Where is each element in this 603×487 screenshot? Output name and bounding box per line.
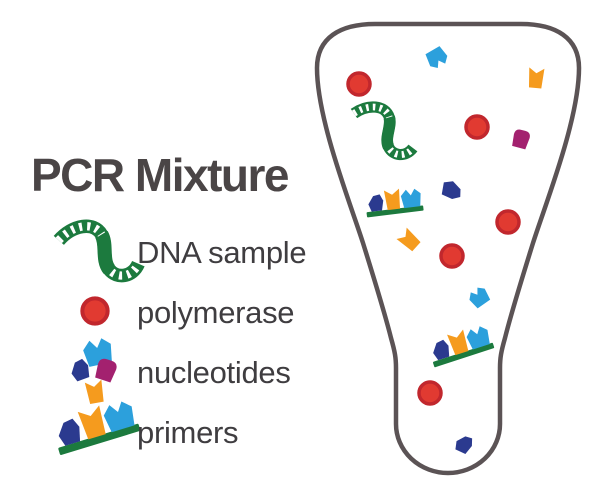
polymerase-icon [495,209,521,235]
legend-label-dna-sample: DNA sample [137,235,307,270]
nucleotides-icon [68,336,119,405]
dna-sample-icon [59,226,139,275]
legend-label-nucleotides: nucleotides [137,355,291,390]
legend-icons [50,226,141,455]
polymerase-icon [464,114,490,140]
primers-icon [50,396,141,455]
legend-label-polymerase: polymerase [137,295,295,330]
polymerase-icon [417,380,443,406]
page-title: PCR Mixture [31,149,289,201]
polymerase-icon [82,298,107,323]
polymerase-icon [346,71,372,97]
legend-label-primers: primers [137,415,239,450]
polymerase-icon [439,243,465,269]
